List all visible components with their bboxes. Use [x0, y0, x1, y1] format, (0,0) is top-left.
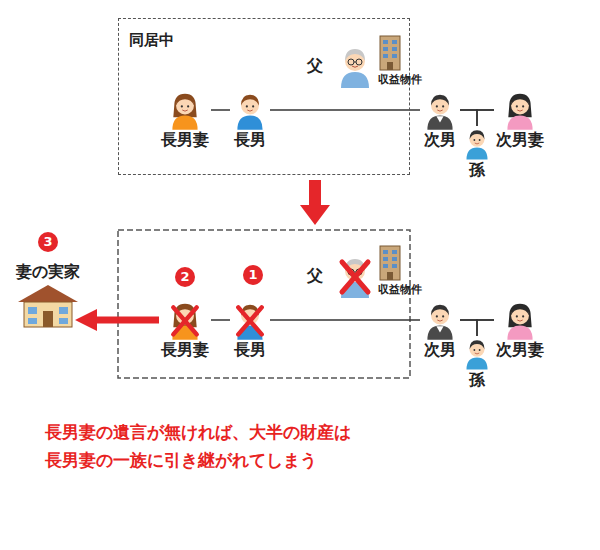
- person-node: 長男妻: [159, 300, 211, 360]
- person-icon: [167, 300, 203, 340]
- person-node: 父: [305, 254, 377, 298]
- family-line: [211, 319, 230, 321]
- building-label: 収益物件: [378, 282, 422, 297]
- group-frame: 同居中長男妻 長男 父: [118, 18, 410, 175]
- person-icon: [335, 44, 375, 88]
- person-icon: [462, 336, 492, 370]
- dashed-frame: [118, 230, 410, 378]
- person-node: 孫: [460, 336, 494, 390]
- person-icon: [232, 90, 268, 130]
- cross-mark: [173, 307, 196, 334]
- person-name: 次男妻: [496, 130, 544, 150]
- person-node: 次男: [420, 300, 460, 360]
- person-icon: [422, 90, 458, 130]
- family-line: [460, 110, 477, 126]
- person-icon: [232, 300, 268, 340]
- person-icon: [502, 90, 538, 130]
- person-name: 孫: [469, 370, 485, 390]
- person-name: 孫: [469, 160, 485, 180]
- arrow-connector: [84, 317, 159, 324]
- house-node: 妻の実家: [14, 262, 82, 328]
- group-label: 同居中: [129, 31, 174, 50]
- building-icon: [380, 36, 400, 70]
- person-icon: [167, 90, 203, 130]
- cross-mark: [238, 307, 261, 334]
- family-line: [270, 319, 420, 321]
- person-node: 父: [305, 44, 377, 88]
- family-line: [211, 109, 230, 111]
- person-icon: [502, 300, 538, 340]
- family-line: [477, 320, 494, 336]
- person-node: 長男妻: [159, 90, 211, 150]
- family-line: [270, 109, 420, 111]
- family-line: [477, 110, 494, 126]
- person-name: 次男: [424, 340, 456, 360]
- person-name: 長男妻: [161, 340, 209, 360]
- building-icon: [380, 246, 400, 280]
- house-icon: [16, 282, 80, 328]
- person-node: 次男: [420, 90, 460, 150]
- family-line: [460, 320, 477, 336]
- person-node: 長男: [230, 90, 270, 150]
- person-node: 孫: [460, 126, 494, 180]
- person-icon: [335, 254, 375, 298]
- person-name: 妻の実家: [16, 262, 80, 282]
- down-arrow: [300, 180, 330, 225]
- person-name: 長男: [234, 340, 266, 360]
- person-name: 次男: [424, 130, 456, 150]
- person-name: 長男妻: [161, 130, 209, 150]
- person-icon: [462, 126, 492, 160]
- callout-number: 2: [175, 267, 195, 287]
- person-name: 父: [307, 56, 323, 76]
- person-name: 父: [307, 266, 323, 286]
- person-node: 長男: [230, 300, 270, 360]
- person-node: 次男妻: [494, 90, 546, 150]
- cross-mark: [342, 262, 368, 292]
- callout-number: 3: [38, 232, 58, 252]
- building-label: 収益物件: [378, 72, 422, 87]
- callout-number: 1: [243, 265, 263, 285]
- person-name: 長男: [234, 130, 266, 150]
- person-name: 次男妻: [496, 340, 544, 360]
- person-icon: [422, 300, 458, 340]
- person-node: 次男妻: [494, 300, 546, 360]
- caption-note: 長男妻の遺言が無ければ、大半の財産は 長男妻の一族に引き継がれてしまう: [45, 418, 365, 474]
